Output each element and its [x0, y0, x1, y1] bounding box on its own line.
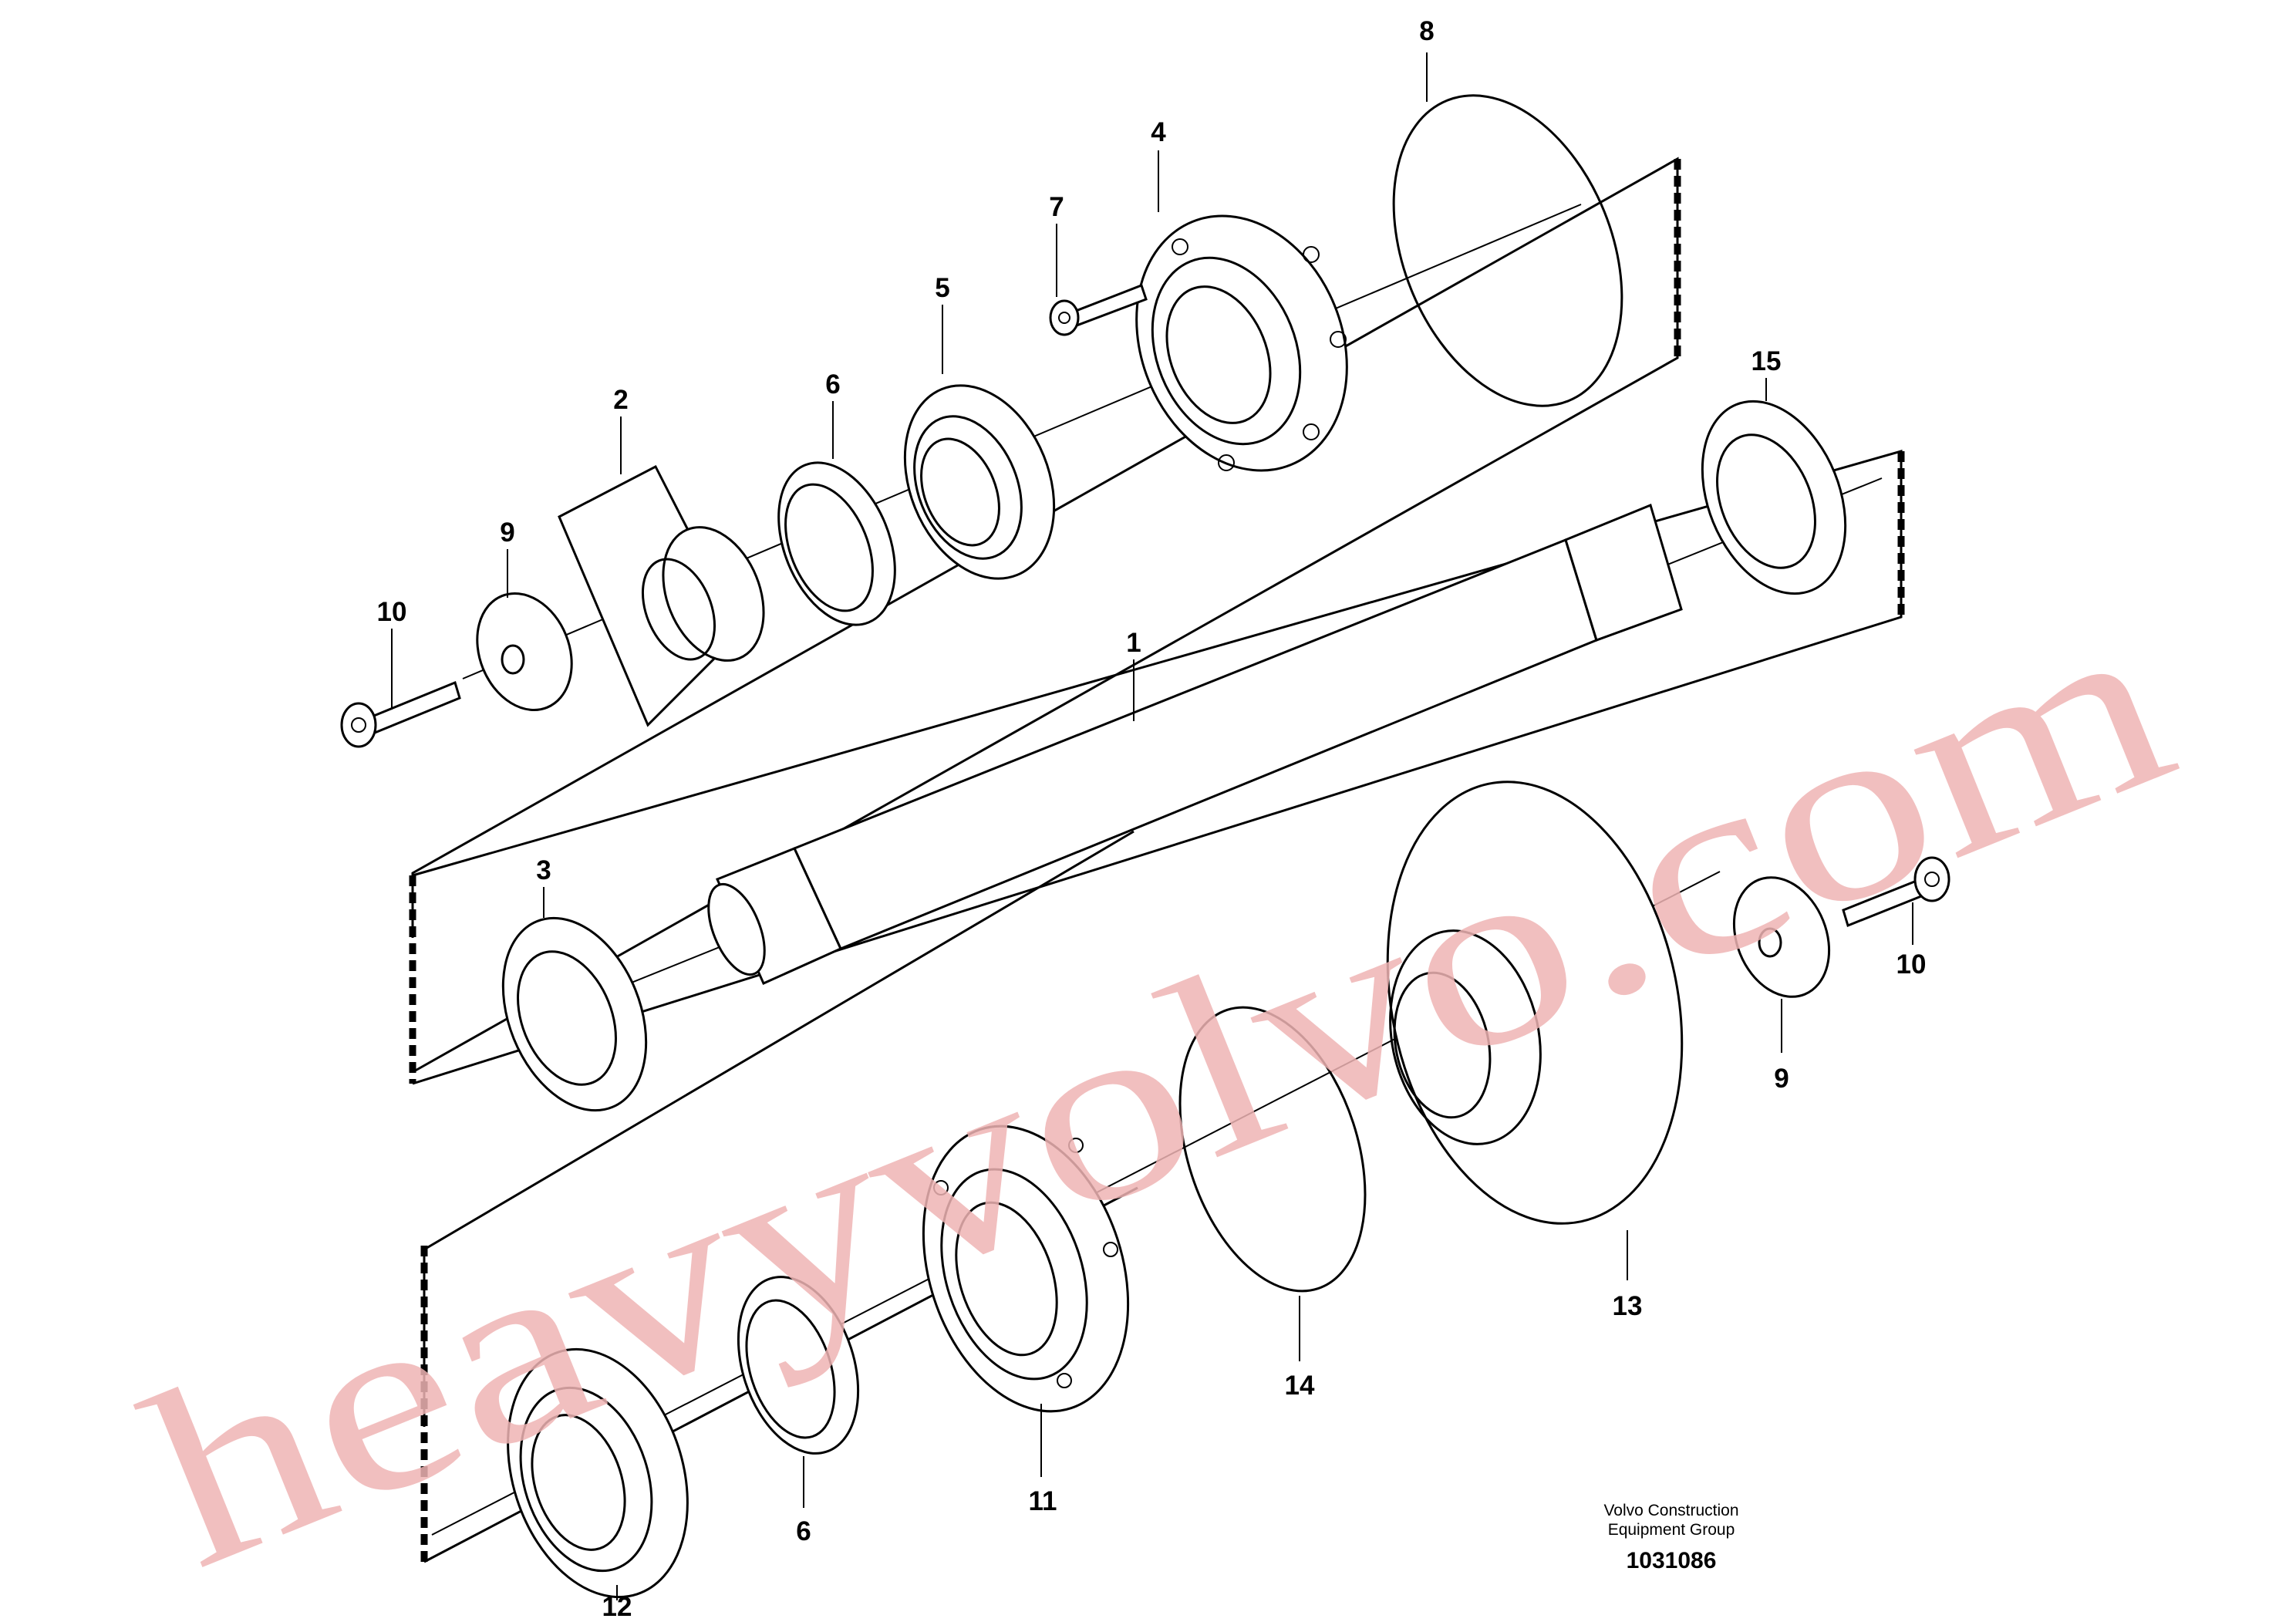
cover-lower-icon [922, 1125, 1130, 1413]
bolt-upper-left-icon [340, 680, 461, 748]
caption-block: Volvo Construction Equipment Group 10310… [1603, 1502, 1738, 1573]
shaft-icon [707, 503, 1683, 985]
label-part-4: 4 [1151, 117, 1166, 147]
label-part-10-lower: 10 [1896, 949, 1927, 980]
bearing-upper-icon [903, 384, 1056, 580]
seal-left-icon [501, 916, 648, 1112]
label-part-11: 11 [1029, 1486, 1057, 1516]
o-ring-lower-icon [1178, 1006, 1367, 1293]
label-part-15: 15 [1752, 346, 1782, 376]
leader-lines [391, 52, 1913, 1600]
label-part-10-upper: 10 [377, 597, 407, 627]
label-part-6-lower: 6 [796, 1516, 811, 1546]
yoke-flange-upper-icon [558, 464, 765, 727]
label-part-9-lower: 9 [1774, 1064, 1789, 1094]
label-part-13: 13 [1613, 1291, 1643, 1321]
bearing-lower-icon [507, 1347, 689, 1599]
label-part-6-upper: 6 [825, 369, 840, 400]
cover-flange-icon [1135, 214, 1348, 472]
seal-right-icon [1701, 400, 1847, 595]
o-ring-large-icon [1392, 94, 1623, 407]
label-part-12: 12 [602, 1592, 632, 1622]
seal-ring-upper-icon [777, 461, 896, 626]
seal-ring-lower-icon [737, 1276, 860, 1455]
label-part-2: 2 [613, 385, 628, 415]
caption-line-2: Equipment Group [1608, 1521, 1735, 1539]
flange-disc-icon [1386, 781, 1684, 1225]
part-labels: 8 4 7 5 15 2 6 9 10 1 3 10 9 13 14 11 6 … [377, 16, 1927, 1622]
frame-middle [409, 450, 1905, 1085]
bolt-upper-icon [1049, 284, 1148, 336]
label-part-3: 3 [536, 855, 551, 885]
label-part-8: 8 [1419, 16, 1434, 46]
washer-upper-icon [476, 592, 573, 712]
label-part-14: 14 [1285, 1371, 1315, 1401]
diagram-number: 1031086 [1627, 1548, 1717, 1573]
bolt-lower-right-icon [1842, 856, 1950, 928]
label-part-5: 5 [935, 273, 949, 303]
label-part-1: 1 [1126, 628, 1141, 658]
label-part-7: 7 [1049, 192, 1064, 222]
washer-lower-icon [1732, 876, 1831, 998]
caption-line-1: Volvo Construction [1603, 1502, 1738, 1519]
label-part-9-upper: 9 [500, 518, 514, 548]
